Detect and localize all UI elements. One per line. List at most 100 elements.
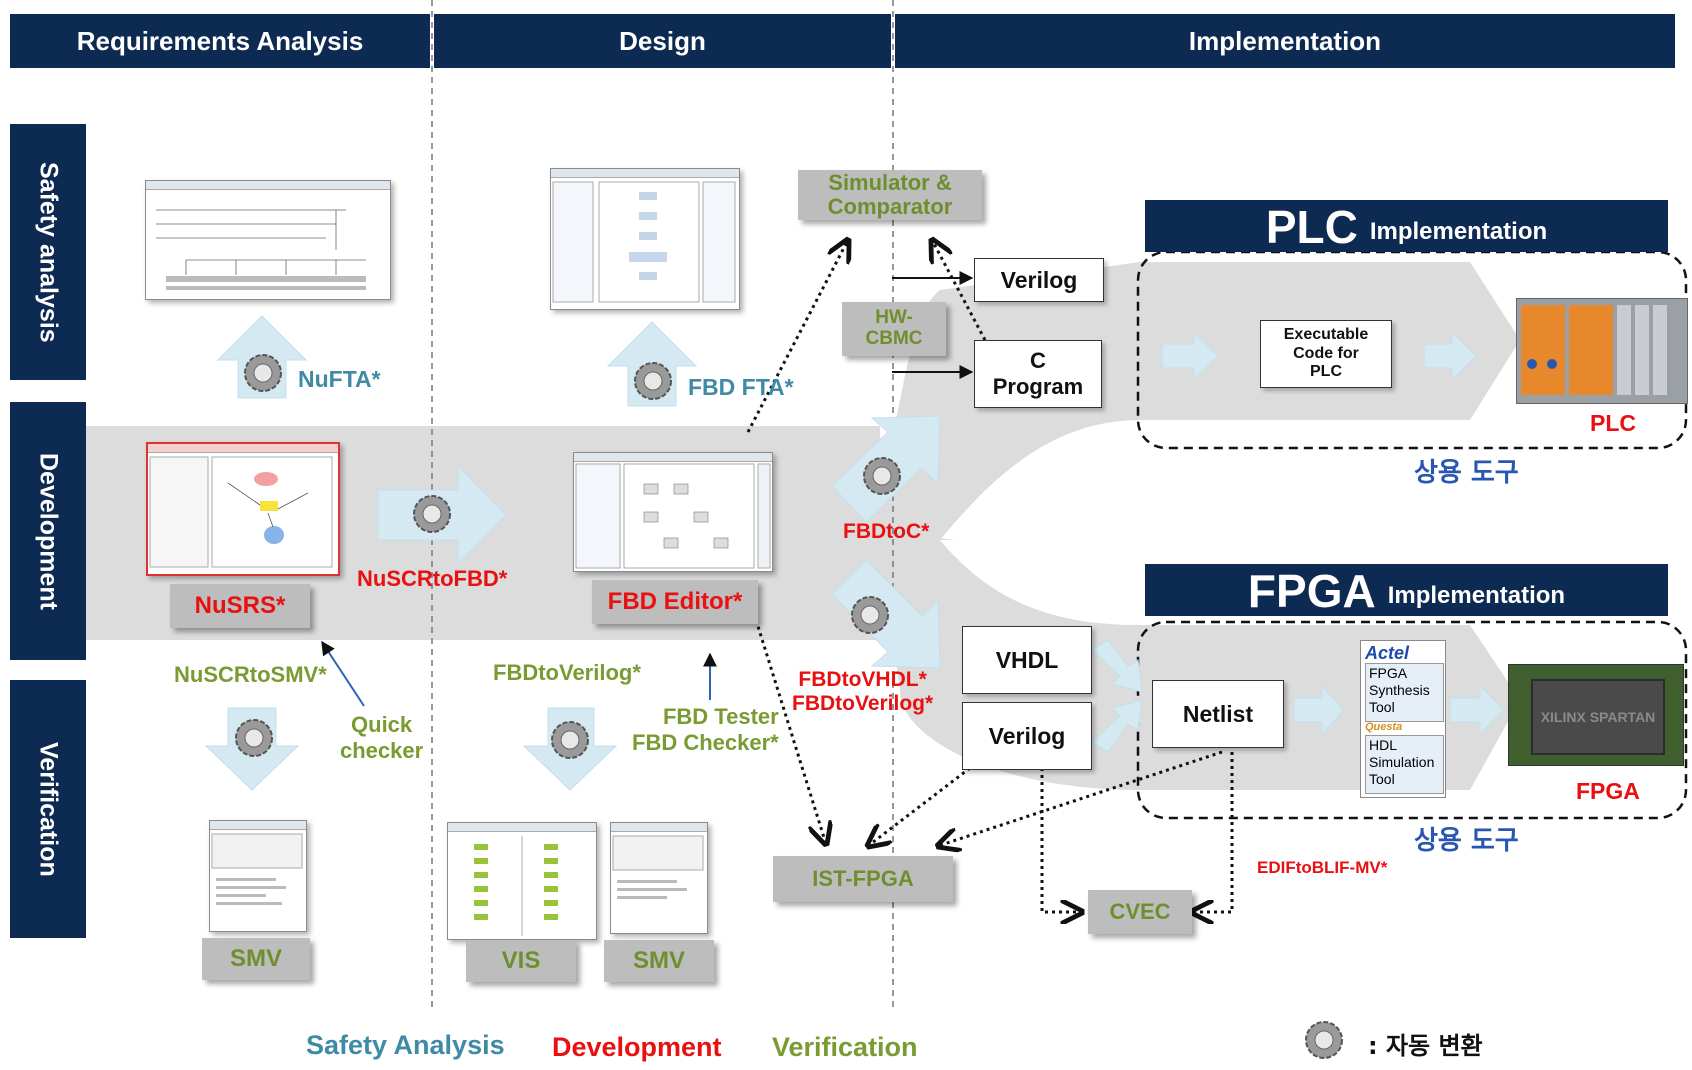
plc-title-small: Implementation [1369, 218, 1548, 245]
fpga-title-big: FPGA [1247, 565, 1376, 617]
fpga-tools-panel: Actel FPGA Synthesis Tool Questa HDL Sim… [1360, 640, 1446, 798]
smv-label: SMV [229, 944, 282, 972]
netlist-doc: Netlist [1152, 680, 1284, 748]
questa-logo: Questa [1365, 721, 1403, 733]
ediftoblif-label: EDIFtoBLIF-MV* [1257, 858, 1388, 877]
c-label: C [1030, 348, 1046, 373]
smv-box-2: SMV [604, 940, 714, 982]
row-label: Verification [34, 741, 63, 877]
plc-commercial-tools-label: 상용 도구 [1414, 458, 1519, 488]
phase-requirements-analysis: Requirements Analysis [10, 14, 430, 68]
fault-tree-thumbnail [156, 209, 366, 290]
c-program-doc: C Program [974, 340, 1102, 408]
fbd-fta-label: FBD FTA* [688, 374, 794, 400]
program-label: Program [992, 374, 1084, 399]
smv-thumbnail-1 [211, 833, 303, 905]
arrow-fpga-1 [1293, 684, 1345, 736]
quick-label: Quick [351, 712, 413, 737]
executable-code-doc: Executable Code for PLC [1260, 320, 1392, 388]
phase-label: Design [619, 25, 706, 56]
dotted-verilog-to-ist [868, 766, 971, 846]
fbd-checker-label: FBD Checker* [632, 730, 779, 755]
smv-screenshot-1 [209, 820, 307, 932]
fbd-tester-checker-label: FBD Tester FBD Checker* [632, 704, 779, 756]
checker-label: checker [340, 738, 424, 763]
arrow-plc-1 [1161, 330, 1219, 382]
nusrs-box: NuSRS* [170, 584, 310, 628]
plc-label: PLC [1590, 410, 1636, 436]
hw-cbmc-box: HW-CBMC [842, 302, 946, 356]
verilog-label: Verilog [988, 722, 1066, 749]
fpga-synthesis-tool: FPGA Synthesis Tool [1365, 663, 1444, 722]
nufta-screenshot [145, 180, 391, 300]
row-label: Development [34, 452, 63, 610]
fbd-editor-thumbnail [575, 463, 771, 569]
hdl-line-3: Tool [1369, 770, 1395, 787]
hdl-simulation-tool: HDL Simulation Tool [1365, 735, 1444, 794]
fpga-title-small: Implementation [1387, 582, 1566, 609]
gear-icon [634, 362, 672, 400]
code-for-label: Code for [1293, 344, 1359, 362]
smv-screenshot-2 [610, 822, 708, 934]
phase-label: Implementation [1188, 25, 1382, 56]
hw-cbmc-label-2: CBMC [865, 328, 923, 349]
executable-label: Executable [1283, 326, 1369, 344]
legend-safety-analysis: Safety Analysis [306, 1030, 505, 1060]
gear-icon [235, 719, 273, 757]
dotted-netlist-to-ist [938, 750, 1223, 846]
fbdtovhdl-label: FBDtoVHDL* [798, 668, 927, 691]
gear-icon [863, 457, 901, 495]
fpga-label: FPGA [1576, 778, 1640, 804]
fbd-editor-screenshot [573, 452, 773, 572]
nusrs-label: NuSRS* [194, 591, 286, 619]
fbdtoverilog-green-label: FBDtoVerilog* [493, 660, 641, 685]
arrow-plc-2 [1423, 330, 1477, 382]
fbdtoc-label: FBDtoC* [843, 520, 930, 543]
simulator-comparator-box: Simulator &Comparator [798, 170, 982, 220]
synth-line-3: Tool [1369, 698, 1395, 715]
gear-icon [851, 596, 889, 634]
fpga-chip-image: XILINX SPARTAN [1508, 664, 1684, 766]
plc-small-label: PLC [1310, 363, 1342, 381]
plc-title: PLC Implementation [1145, 200, 1668, 252]
fbd-tester-label: FBD Tester [662, 704, 779, 729]
gear-icon [244, 354, 282, 392]
arrow-vhdl-netlist [1091, 639, 1143, 693]
arrow-quick-checker [321, 640, 365, 707]
fbdtovhdl-verilog-label: FBDtoVHDL* FBDtoVerilog* [792, 668, 933, 716]
fbdtoverilog-red-label: FBDtoVerilog* [792, 692, 934, 715]
netlist-label: Netlist [1182, 700, 1254, 727]
dotted-c-to-simulator [932, 240, 987, 341]
gear-icon [413, 495, 451, 533]
dotted-editor-to-simulator [746, 240, 848, 433]
dotted-verilog-to-cvec [1040, 768, 1082, 912]
hw-cbmc-label-1: HW- [875, 307, 913, 329]
row-development: Development [10, 402, 86, 660]
nufta-label: NuFTA* [298, 366, 381, 392]
gear-icon [551, 721, 589, 759]
synth-line-1: FPGA [1369, 665, 1408, 681]
fpga-chip-label: XILINX SPARTAN [1531, 679, 1665, 755]
nuscrtofbd-label: NuSCRtoFBD* [357, 566, 508, 591]
plc-title-big: PLC [1265, 201, 1358, 253]
hdl-line-1: HDL [1369, 737, 1398, 753]
comparator-label: Comparator [827, 194, 953, 219]
vis-thumbnail [474, 836, 558, 936]
legend-gear-icon [1305, 1021, 1343, 1059]
smv-box-1: SMV [202, 938, 310, 980]
simulator-label: Simulator & [828, 169, 952, 195]
fbd-fta-thumbnail [552, 181, 736, 303]
verilog-doc-fpga: Verilog [962, 702, 1092, 770]
quick-checker-label: Quick checker [340, 712, 423, 764]
vhdl-doc: VHDL [962, 626, 1092, 694]
actel-logo: Actel [1365, 643, 1410, 663]
row-verification: Verification [10, 680, 86, 938]
fbd-fta-screenshot [550, 168, 740, 310]
hdl-line-2: Simulation [1369, 753, 1435, 770]
synth-line-2: Synthesis [1369, 681, 1430, 698]
cvec-box: CVEC [1088, 890, 1192, 934]
phase-label: Requirements Analysis [76, 25, 364, 56]
legend-development: Development [552, 1032, 722, 1062]
fbd-editor-box: FBD Editor* [592, 580, 758, 624]
cvec-label: CVEC [1109, 898, 1171, 924]
